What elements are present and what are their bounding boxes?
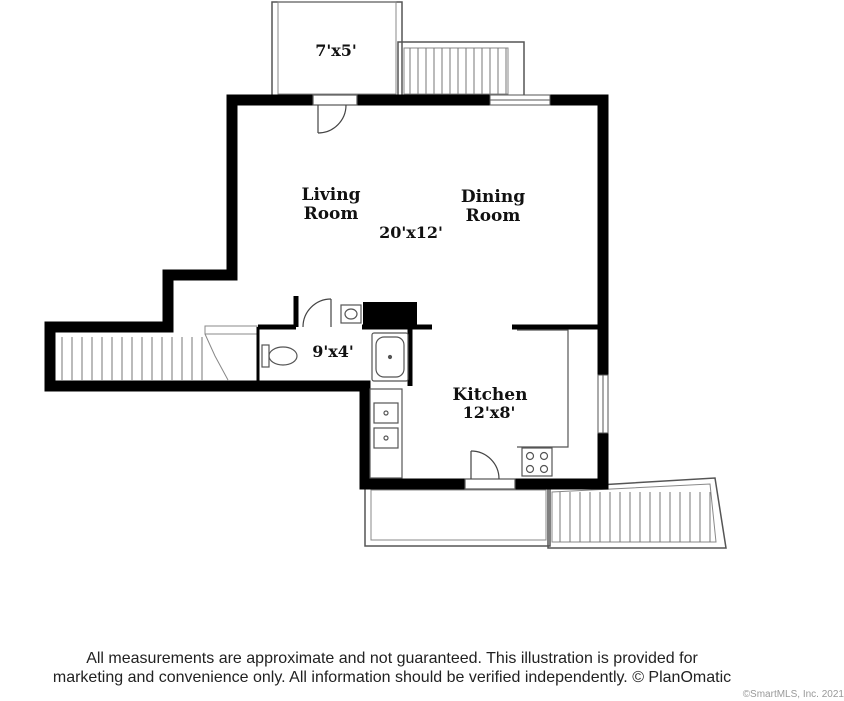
kitchen-fixtures bbox=[369, 329, 569, 479]
interior-walls bbox=[256, 296, 600, 386]
disclaimer-line2: marketing and convenience only. All info… bbox=[52, 669, 732, 686]
lower-stairs bbox=[547, 477, 727, 549]
kitchen-dimensions: 12'x8' bbox=[463, 403, 516, 422]
kitchen-label: Kitchen bbox=[453, 385, 528, 405]
doors bbox=[302, 94, 516, 490]
living-room-label-line1: Living bbox=[302, 185, 361, 205]
bathroom-fixtures bbox=[261, 304, 409, 382]
disclaimer-line1: All measurements are approximate and not… bbox=[86, 650, 698, 667]
exterior-walls bbox=[44, 94, 609, 490]
bathroom-dimensions: 9'x4' bbox=[312, 342, 354, 361]
floor-plan: 7'x5' bbox=[44, 1, 727, 549]
balcony-dimensions: 7'x5' bbox=[315, 41, 357, 60]
windows bbox=[489, 94, 609, 434]
lower-deck bbox=[364, 487, 551, 547]
dining-room-label-line1: Dining bbox=[461, 187, 525, 207]
copyright-notice: ©SmartMLS, Inc. 2021 bbox=[742, 689, 844, 700]
balcony: 7'x5' bbox=[271, 1, 403, 98]
living-room-label-line2: Room bbox=[304, 204, 359, 224]
dining-room-label-line2: Room bbox=[466, 206, 521, 226]
living-dining-dimensions: 20'x12' bbox=[379, 223, 443, 242]
top-stairs bbox=[397, 41, 525, 97]
left-stairs bbox=[61, 325, 258, 381]
